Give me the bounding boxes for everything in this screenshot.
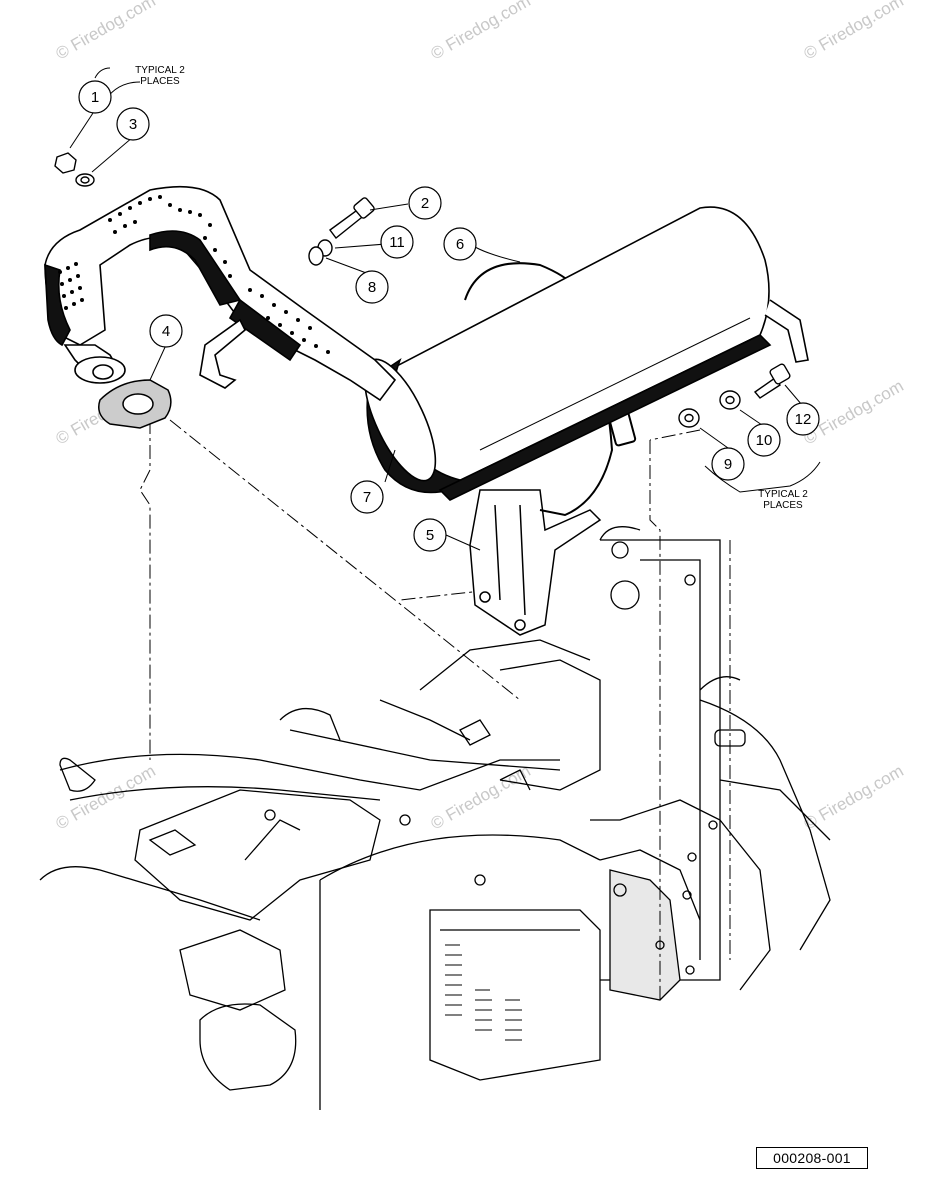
- mounting-bracket: [469, 489, 602, 636]
- callout-6: 6: [443, 227, 477, 261]
- callout-5: 5: [413, 518, 447, 552]
- exhaust-gasket: [98, 379, 172, 429]
- callout-1-label: 1: [91, 89, 99, 106]
- bolt-2: [329, 197, 375, 239]
- muffler: [363, 206, 809, 501]
- diagram-reference-number: 000208-001: [756, 1147, 868, 1169]
- callout-12: 12: [786, 402, 820, 436]
- callout-7: 7: [350, 480, 384, 514]
- callout-5-label: 5: [426, 527, 434, 544]
- callout-4: 4: [149, 314, 183, 348]
- callout-1: 1: [78, 80, 112, 114]
- watermark: © Firedog.com: [428, 761, 534, 833]
- callout-leaders: [69, 67, 803, 551]
- callout-10-label: 10: [756, 432, 773, 449]
- watermark: © Firedog.com: [801, 0, 907, 63]
- typical-note-top-line2: PLACES: [140, 76, 180, 87]
- callout-11: 11: [380, 225, 414, 259]
- watermark: © Firedog.com: [428, 0, 534, 63]
- nut-1: [54, 152, 77, 174]
- typical-note-right-line1: TYPICAL 2: [758, 489, 808, 500]
- bolt-12: [753, 363, 791, 399]
- callout-12-label: 12: [795, 411, 812, 428]
- engine-assembly: [39, 526, 831, 1110]
- callout-8-label: 8: [368, 279, 376, 296]
- watermark: © Firedog.com: [53, 761, 159, 833]
- callout-8: 8: [355, 270, 389, 304]
- callout-2-label: 2: [421, 195, 429, 212]
- callout-4-label: 4: [162, 323, 170, 340]
- callout-6-label: 6: [456, 236, 464, 253]
- callout-3-label: 3: [129, 116, 137, 133]
- washer-8: [308, 246, 324, 266]
- watermark: © Firedog.com: [801, 761, 907, 833]
- callout-11-label: 11: [389, 234, 405, 251]
- watermark: © Firedog.com: [53, 0, 159, 63]
- exhaust-pipe: [44, 185, 397, 402]
- callouts: 1 2 3 4 5 6 7 8 9 10 11 12: [78, 80, 820, 552]
- typical-note-right: TYPICAL 2 PLACES: [758, 489, 808, 511]
- hardware: [54, 152, 791, 428]
- callout-10: 10: [747, 423, 781, 457]
- assembly-lines: [139, 419, 731, 1000]
- callout-3: 3: [116, 107, 150, 141]
- heat-shield-perforations: [58, 195, 330, 354]
- typical-note-top: TYPICAL 2 PLACES: [135, 65, 185, 87]
- callout-7-label: 7: [363, 489, 371, 506]
- callout-2: 2: [408, 186, 442, 220]
- typical-note-right-line2: PLACES: [763, 500, 803, 511]
- callout-9: 9: [711, 447, 745, 481]
- callout-9-label: 9: [724, 456, 732, 473]
- typical-note-top-line1: TYPICAL 2: [135, 65, 185, 76]
- engine-cover-vents: [445, 944, 522, 1041]
